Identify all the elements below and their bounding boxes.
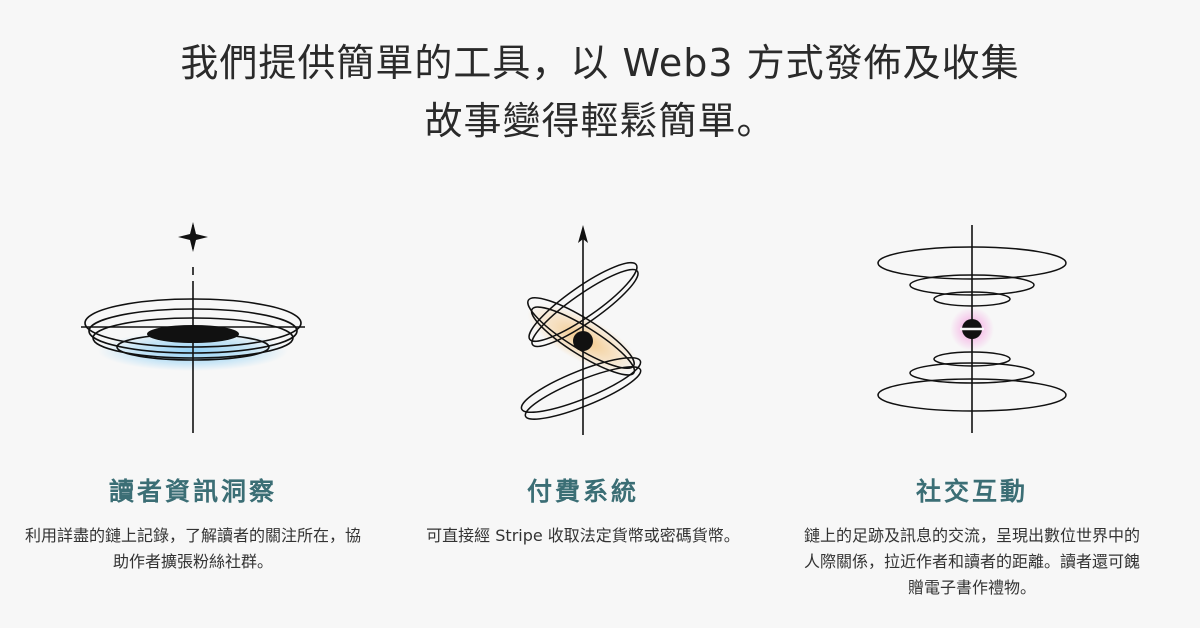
stacked-rings-core-icon xyxy=(877,225,1067,433)
feature-social-interaction: 社交互動 鏈上的足跡及訊息的交流，呈現出數位世界中的人際關係，拉近作者和讀者的距… xyxy=(782,0,1162,628)
feature-title: 社交互動 xyxy=(915,477,1028,506)
feature-description: 可直接經 Stripe 收取法定貨幣或密碼貨幣。 xyxy=(426,526,740,545)
headline-line-1: 我們提供簡單的工具，以 Web3 方式發佈及收集 xyxy=(180,41,1020,85)
feature-title: 付費系統 xyxy=(526,477,639,506)
headline-line-2: 故事變得輕鬆簡單。 xyxy=(424,99,776,143)
feature-description: 利用詳盡的鏈上記錄，了解讀者的關注所在，協助作者擴張粉絲社群。 xyxy=(24,526,361,571)
black-hole-disc-icon xyxy=(81,222,305,433)
orbit-rings-arrow-icon xyxy=(520,225,642,435)
feature-reader-insights: 讀者資訊洞察 利用詳盡的鏈上記錄，了解讀者的關注所在，協助作者擴張粉絲社群。 xyxy=(3,0,383,628)
feature-description: 鏈上的足跡及訊息的交流，呈現出數位世界中的人際關係，拉近作者和讀者的距離。讀者還… xyxy=(803,526,1140,597)
headline: 我們提供簡單的工具，以 Web3 方式發佈及收集 故事變得輕鬆簡單。 xyxy=(0,34,1200,150)
feature-payment-system: 付費系統 可直接經 Stripe 收取法定貨幣或密碼貨幣。 xyxy=(393,0,773,628)
feature-title: 讀者資訊洞察 xyxy=(108,477,277,506)
